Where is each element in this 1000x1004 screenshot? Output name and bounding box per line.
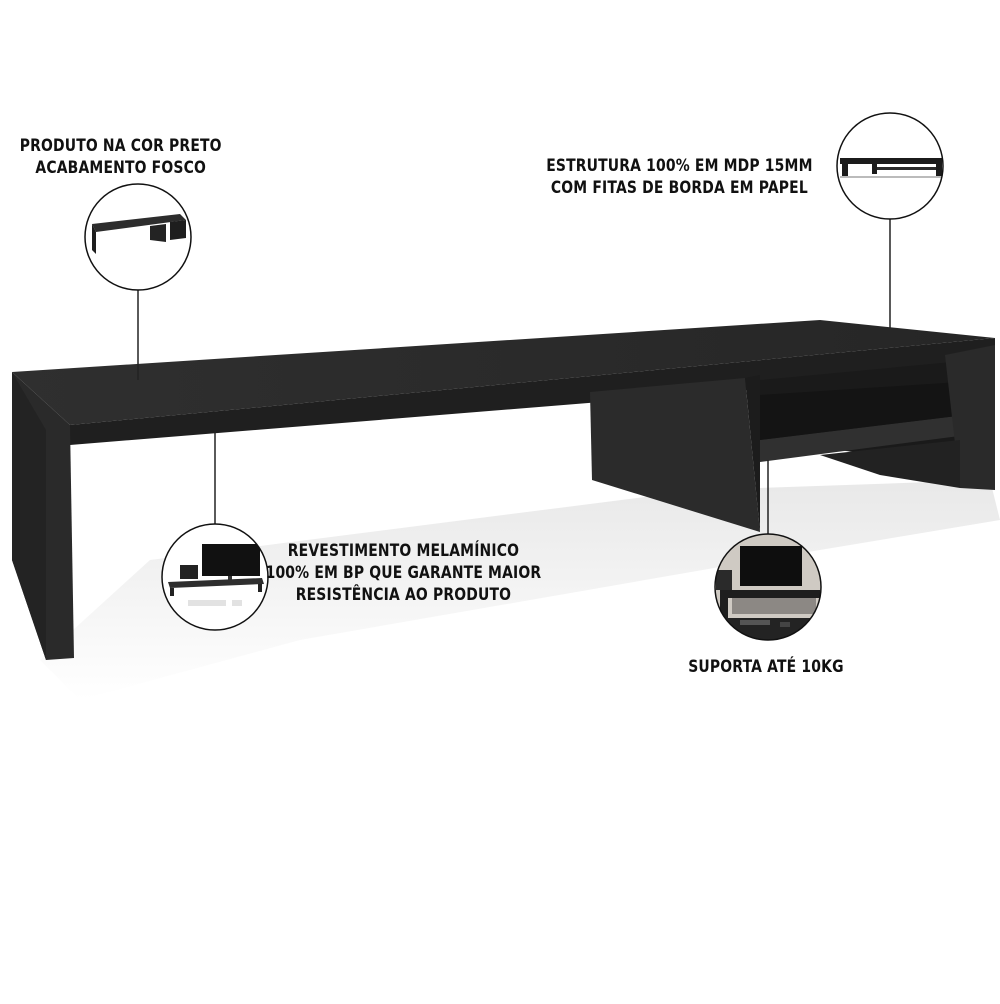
callout-line: PRODUTO NA COR PRETO: [19, 136, 222, 156]
callout-coating: REVESTIMENTO MELAMÍNICO 100% EM BP QUE G…: [262, 540, 545, 606]
side-profile-thumbnail-icon: [836, 112, 944, 220]
monitor-stand: [12, 320, 995, 660]
callout-line: 100% EM BP QUE GARANTE MAIOR: [265, 563, 542, 583]
stand-front-edge: [70, 338, 995, 445]
callout-line: RESISTÊNCIA AO PRODUTO: [295, 585, 512, 605]
callout-line: REVESTIMENTO MELAMÍNICO: [287, 541, 520, 561]
stand-middle-panel: [590, 378, 760, 532]
desk-setup-thumbnail-icon: [161, 523, 269, 631]
callout-line: COM FITAS DE BORDA EM PAPEL: [550, 178, 808, 198]
stand-top: [12, 320, 995, 425]
black-stand-thumbnail-icon: [84, 183, 192, 291]
callout-color-finish: PRODUTO NA COR PRETO ACABAMENTO FOSCO: [10, 135, 231, 179]
stand-shelf: [760, 412, 990, 462]
callout-line: ESTRUTURA 100% EM MDP 15MM: [546, 156, 813, 176]
callout-line: ACABAMENTO FOSCO: [35, 158, 207, 178]
callout-structure: ESTRUTURA 100% EM MDP 15MM COM FITAS DE …: [540, 155, 819, 199]
monitor-on-stand-thumbnail-icon: [714, 533, 822, 641]
callout-load-capacity: SUPORTA ATÉ 10KG: [686, 656, 846, 678]
callout-line: SUPORTA ATÉ 10KG: [688, 657, 844, 677]
